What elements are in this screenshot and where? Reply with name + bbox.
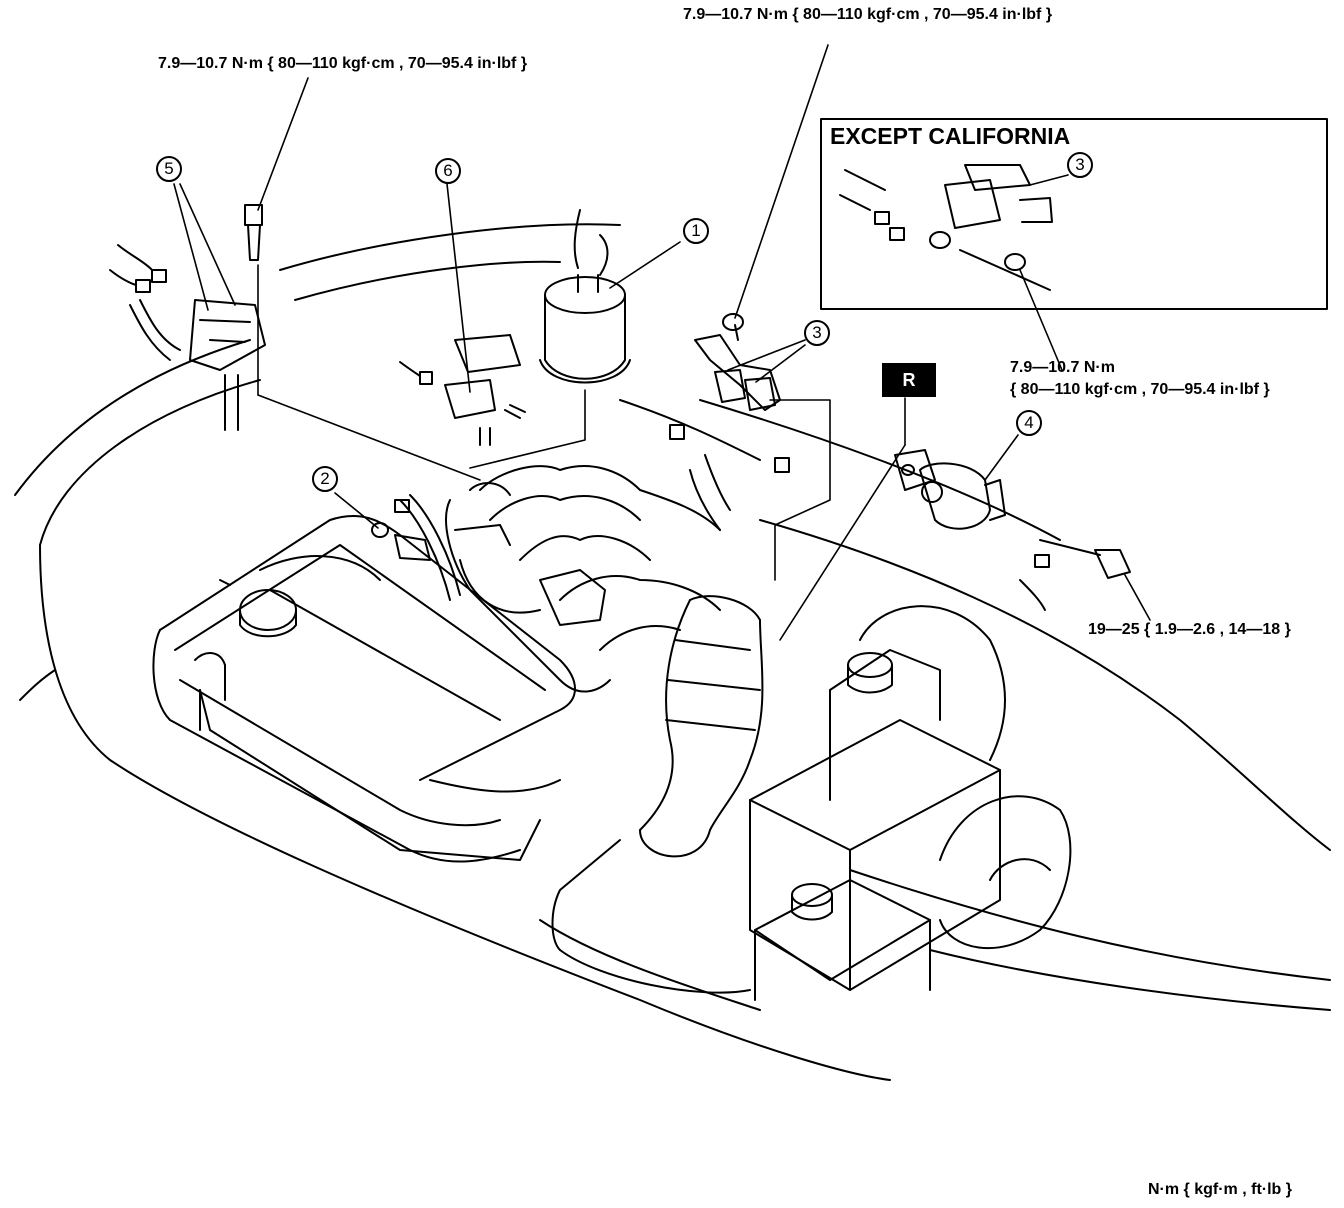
callout-3-main: 3 [804,320,830,346]
callout-6: 6 [435,158,461,184]
torque-spec-top-left: 7.9—10.7 N·m { 80—110 kgf·cm , 70—95.4 i… [158,55,528,72]
solenoid-valve-6 [399,334,526,446]
fuse-box [754,879,931,1001]
callout-1: 1 [683,218,709,244]
intake-manifold [445,465,721,693]
air-intake-hose [551,595,764,994]
sensor-2-and-hose [371,494,461,601]
torque-spec-top-right: 7.9—10.7 N·m { 80—110 kgf·cm , 70—95.4 i… [683,6,1053,23]
brake-booster [859,605,1072,950]
torque-spec-bolt: 19—25 { 1.9—2.6 , 14—18 } [1088,621,1291,638]
callout-5: 5 [156,156,182,182]
callout-4: 4 [1016,410,1042,436]
torque-spec-inset-line1: 7.9—10.7 N·m [1010,359,1115,376]
valve-cover [152,515,576,863]
replace-badge: R [882,363,936,397]
units-legend: N·m { kgf·m , ft·lb } [1148,1181,1292,1198]
inset-except-california [820,118,1328,310]
battery [749,649,1001,991]
inset-title: EXCEPT CALIFORNIA [830,123,1071,149]
torque-spec-inset-line2: { 80—110 kgf·cm , 70—95.4 in·lbf } [1010,381,1270,398]
solenoid-valve-assembly-5 [109,204,266,431]
callout-2: 2 [312,466,338,492]
egr-valve-4 [894,449,1131,611]
leader-lines [173,44,1151,641]
evaporative-canister [539,209,631,384]
vehicle-body-outline [14,223,1331,1081]
callout-3-inset: 3 [1067,152,1093,178]
